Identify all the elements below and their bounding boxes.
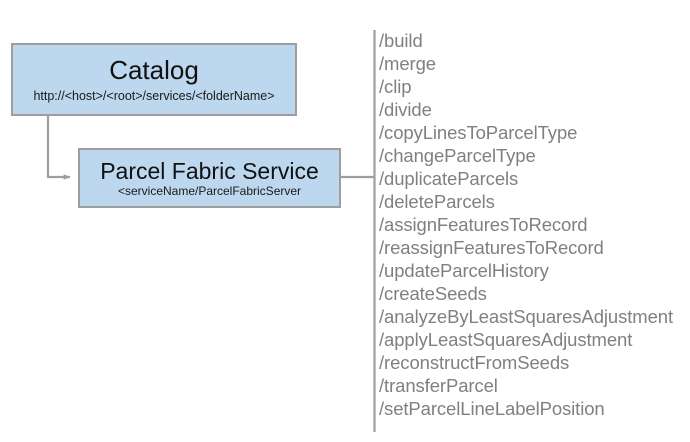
node-catalog-title: Catalog — [109, 55, 199, 86]
operation-list-item[interactable]: /updateParcelHistory — [379, 260, 549, 281]
operation-list-item[interactable]: /assignFeaturesToRecord — [379, 214, 588, 235]
operation-list-item[interactable]: /reassignFeaturesToRecord — [379, 237, 604, 258]
operation-list-item[interactable]: /reconstructFromSeeds — [379, 352, 570, 373]
operation-list-item[interactable]: /copyLinesToParcelType — [379, 122, 578, 143]
operation-list-item[interactable]: /transferParcel — [379, 375, 498, 396]
operations-list: /build/merge/clip/divide/copyLinesToParc… — [379, 29, 684, 420]
node-catalog[interactable]: Catalog http://<host>/<root>/services/<f… — [11, 43, 297, 116]
operation-list-item[interactable]: /build — [379, 30, 423, 51]
connector-catalog-to-parcel — [46, 116, 71, 180]
operation-list-item[interactable]: /divide — [379, 99, 432, 120]
operation-list-item[interactable]: /applyLeastSquaresAdjustment — [379, 329, 633, 350]
node-catalog-url: http://<host>/<root>/services/<folderNam… — [33, 88, 275, 103]
operation-list-item[interactable]: /changeParcelType — [379, 145, 536, 166]
operation-list-item[interactable]: /setParcelLineLabelPosition — [379, 398, 605, 419]
operation-list-item[interactable]: /merge — [379, 53, 436, 74]
operation-list-item[interactable]: /clip — [379, 76, 412, 97]
operation-list-item[interactable]: /duplicateParcels — [379, 168, 519, 189]
node-parcel-fabric-service-title: Parcel Fabric Service — [100, 157, 319, 184]
operation-list-item[interactable]: /analyzeByLeastSquaresAdjustment — [379, 306, 674, 327]
node-parcel-fabric-service[interactable]: Parcel Fabric Service <serviceName/Parce… — [78, 148, 341, 208]
node-parcel-fabric-service-url: <serviceName/ParcelFabricServer — [117, 183, 302, 198]
operation-list-item[interactable]: /createSeeds — [379, 283, 487, 304]
operation-list-item[interactable]: /deleteParcels — [379, 191, 495, 212]
